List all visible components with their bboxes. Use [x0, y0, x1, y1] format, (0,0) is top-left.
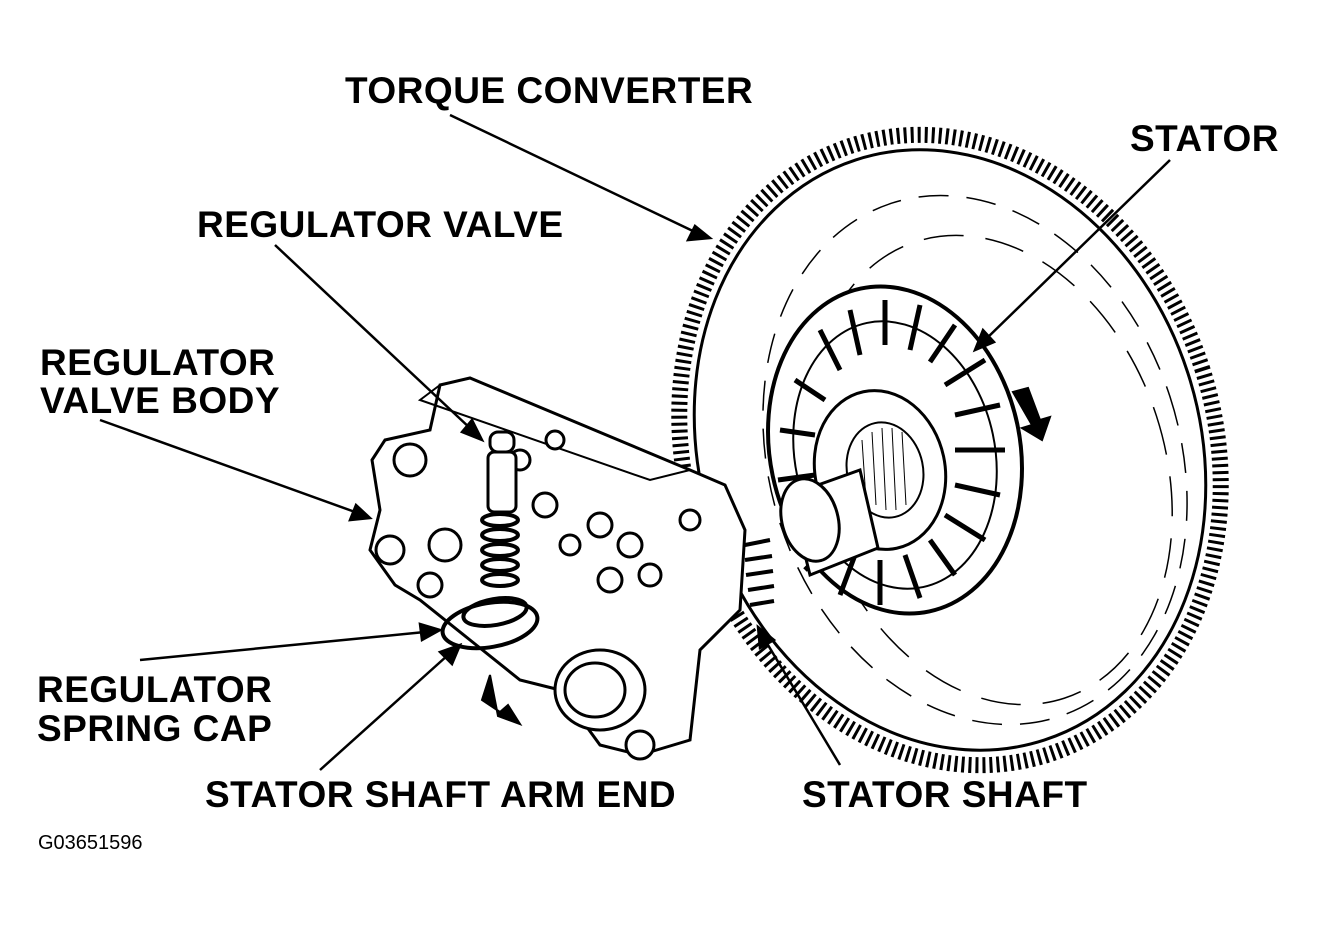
valve-body-port-2 — [374, 534, 406, 566]
spring-cap-ring-inner — [461, 596, 529, 628]
valve-body-port-1 — [392, 442, 428, 478]
spring-cap-ring-outer — [440, 599, 540, 651]
label-regulator-valve-body-line1: REGULATOR — [40, 342, 276, 383]
arrowhead-regulator-valve-body-icon — [348, 502, 373, 522]
valve-body-port-4 — [416, 571, 444, 599]
valve-body-port-9 — [596, 566, 624, 594]
valve-body-port-13 — [544, 429, 566, 451]
regulator-valve — [480, 430, 520, 588]
arrowhead-regulator-valve-icon — [459, 417, 485, 443]
valve-body-port-8 — [616, 531, 644, 559]
leader-lines — [99, 113, 1171, 771]
stator-shaft — [744, 468, 880, 607]
regulator-valve-spool-top — [488, 430, 516, 454]
label-stator-shaft: STATOR SHAFT — [802, 774, 1088, 815]
regulator-valve-body — [368, 376, 747, 761]
figure-id: G03651596 — [38, 832, 143, 854]
arrowhead-regulator-spring-cap-icon — [418, 622, 444, 642]
stator-rotation-arrow-icon — [1011, 386, 1052, 442]
label-regulator-spring-cap-line1: REGULATOR — [37, 669, 273, 710]
regulator-valve-spring — [480, 512, 520, 588]
label-torque-converter: TORQUE CONVERTER — [345, 70, 754, 111]
leader-stator-shaft-arm-end — [319, 654, 449, 771]
label-regulator-spring-cap-line2: SPRING CAP — [37, 708, 273, 749]
valve-body-port-11 — [678, 508, 702, 532]
torque-converter-gear-ring — [671, 126, 1229, 774]
arrowhead-stator-icon — [972, 327, 997, 353]
regulator-spring-cap — [440, 596, 540, 726]
valve-body-cylinder-bore — [563, 661, 627, 719]
valve-body-mount-boss — [624, 729, 656, 761]
label-regulator-valve-body-line2: VALVE BODY — [40, 380, 281, 421]
stator-shaft-arm-end-splines — [744, 538, 775, 607]
regulator-valve-spool — [486, 450, 518, 514]
label-regulator-valve: REGULATOR VALVE — [197, 204, 564, 245]
arrowhead-torque-converter-icon — [685, 224, 714, 242]
label-stator: STATOR — [1130, 118, 1279, 159]
valve-body-top-face — [417, 376, 694, 482]
arrowhead-stator-shaft-arm-end-icon — [437, 642, 463, 667]
leader-stator-shaft — [763, 639, 842, 766]
valve-body-port-10 — [637, 562, 663, 588]
valve-body-port-5 — [531, 491, 559, 519]
stator-shaft-end — [779, 477, 841, 563]
stator-splines — [861, 427, 907, 511]
leader-regulator-valve — [274, 244, 473, 431]
leader-regulator-spring-cap — [139, 630, 426, 662]
arrowhead-stator-shaft-icon — [756, 624, 777, 651]
leader-torque-converter — [449, 113, 696, 234]
valve-body-port-6 — [558, 533, 582, 557]
spring-cap-rotation-arrow-icon — [480, 674, 523, 726]
leader-regulator-valve-body — [99, 418, 356, 514]
leader-stator — [984, 159, 1171, 341]
label-stator-shaft-arm-end: STATOR SHAFT ARM END — [205, 774, 677, 815]
torque-converter-contour-1 — [762, 194, 1188, 726]
valve-body-port-3 — [427, 527, 463, 563]
valve-body-port-7 — [586, 511, 614, 539]
